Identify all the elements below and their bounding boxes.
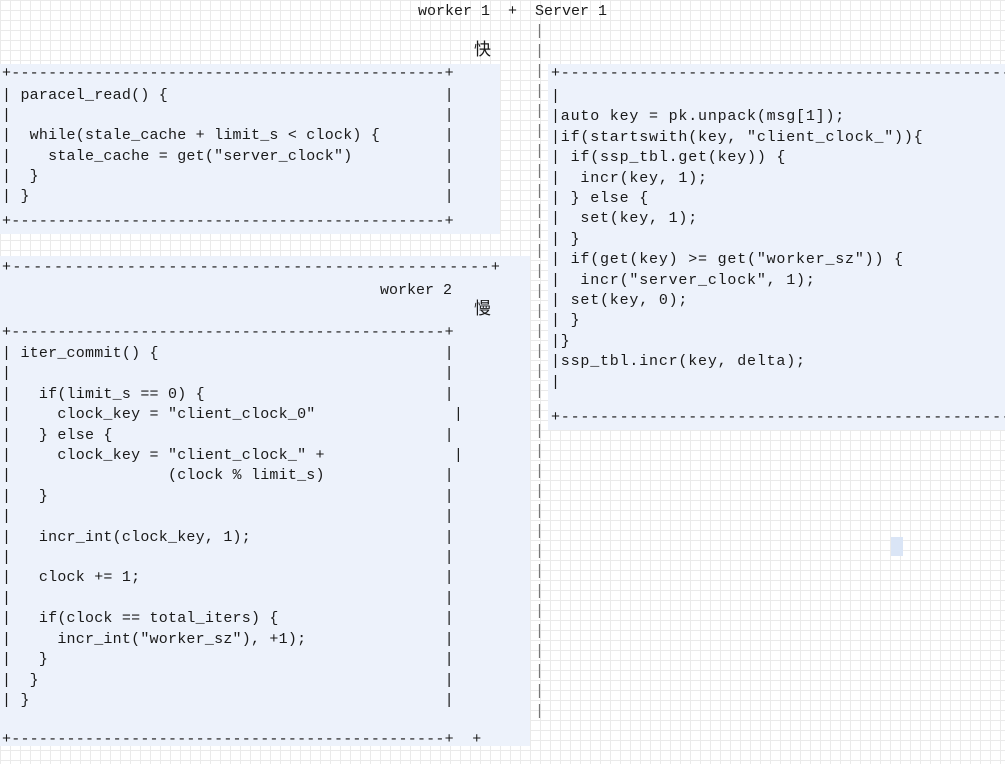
worker2-title: worker 2: [380, 282, 453, 299]
worker2-box-bottom: +---------------------------------------…: [2, 731, 482, 748]
header-line: worker 1 + Server 1: [418, 3, 608, 20]
worker2-block-bg: [0, 256, 530, 746]
worker2-code: | iter_commit() { | | | | if(limit_s == …: [2, 345, 464, 709]
text-cursor: [891, 537, 903, 556]
server-block-bg: [548, 64, 1005, 430]
workers-divider: +---------------------------------------…: [2, 259, 502, 276]
worker1-box-top: +---------------------------------------…: [2, 65, 454, 82]
separator-column: | | | | | | | | | | | | | | | | | | | | …: [535, 23, 545, 720]
worker1-block-bg: [0, 64, 500, 234]
server-code: | | |auto key = pk.unpack(msg[1]); | |if…: [551, 88, 924, 391]
worker1-speed-label: 快: [474, 40, 491, 60]
worker2-box-top: +---------------------------------------…: [2, 324, 454, 341]
server-box-top: +---------------------------------------…: [551, 65, 1005, 82]
worker1-code: | paracel_read() { | | | | while(stale_c…: [2, 87, 454, 206]
server-box-bottom: +---------------------------------------…: [551, 409, 1005, 426]
worker2-speed-label: 慢: [474, 299, 491, 319]
worker1-box-bottom: +---------------------------------------…: [2, 213, 454, 230]
